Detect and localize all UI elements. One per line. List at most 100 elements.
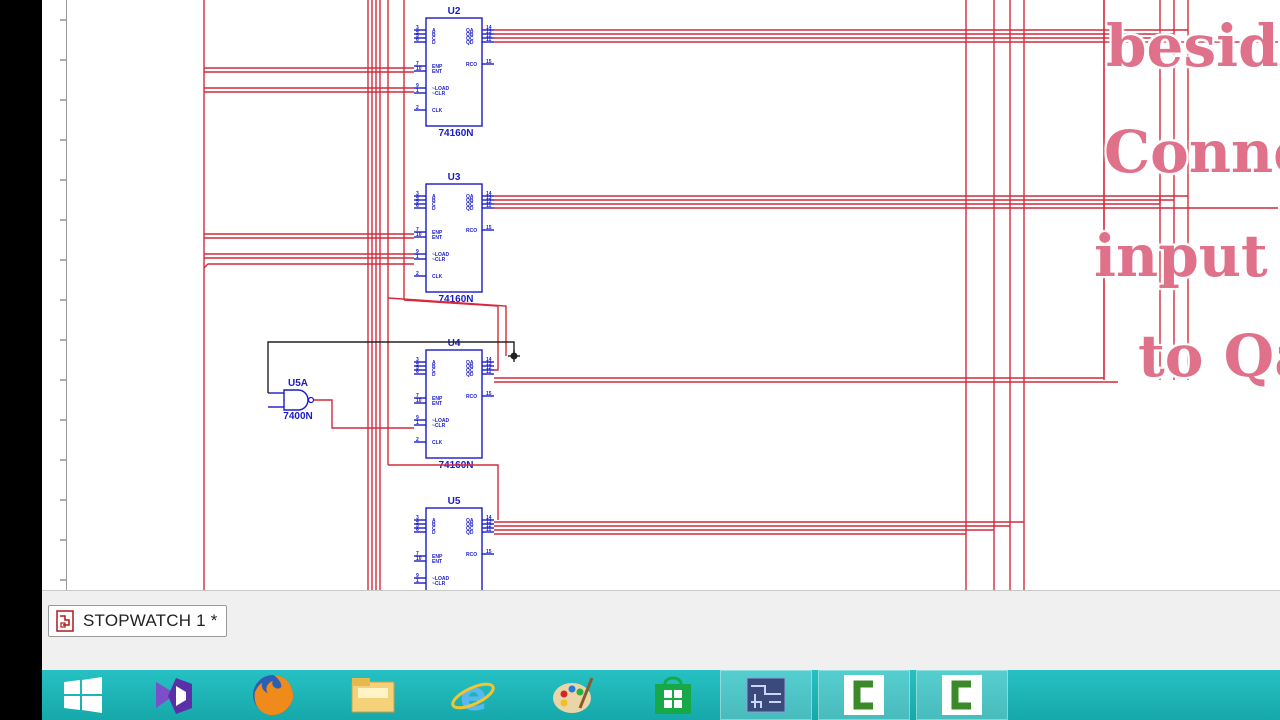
gate-output-wire <box>314 399 414 429</box>
overlay-text-3: input o <box>1094 222 1280 290</box>
camtasia-icon <box>942 675 982 715</box>
taskbar-camtasia-2[interactable] <box>916 670 1008 720</box>
pin-label: ~CLR <box>432 257 446 263</box>
taskbar-file-explorer[interactable] <box>338 670 408 720</box>
pin-label: A <box>432 518 436 524</box>
pin-label: QB <box>466 364 474 370</box>
pin-label: ~LOAD <box>432 252 449 258</box>
pin-label: RCO <box>466 552 477 558</box>
pin-label: CLK <box>432 440 443 446</box>
pin-number: 15 <box>486 59 492 65</box>
pin-number: 13 <box>486 519 492 525</box>
pin-label: ~LOAD <box>432 86 449 92</box>
pin-number: 13 <box>486 29 492 35</box>
pin-number: 11 <box>486 37 492 43</box>
pin-number: 12 <box>486 199 492 205</box>
pin-label: QB <box>466 522 474 528</box>
pin-label: QB <box>466 32 474 38</box>
pin-label: D <box>432 530 436 536</box>
pin-label: ENP <box>432 396 443 402</box>
pin-number: 9 <box>416 249 419 255</box>
pin-number: 7 <box>416 393 419 399</box>
pin-number: 4 <box>416 519 419 525</box>
taskbar-firefox[interactable] <box>238 670 308 720</box>
pin-label: A <box>432 28 436 34</box>
pin-number: 1 <box>416 420 419 426</box>
chip-part-label: 74160N <box>438 294 473 305</box>
output-wire <box>494 0 1105 379</box>
pin-label: ENP <box>432 554 443 560</box>
pin-label: CLK <box>432 108 443 114</box>
pin-label: ENP <box>432 64 443 70</box>
document-tab-bar: STOPWATCH 1 * <box>42 590 1280 671</box>
pin-number: 12 <box>486 523 492 529</box>
pin-number: 3 <box>416 25 419 31</box>
pin-label: D <box>432 40 436 46</box>
svg-text:e: e <box>460 674 487 718</box>
pin-number: 1 <box>416 88 419 94</box>
schematic-drawing: U274160NA3B4C5D6ENP7ENT10~LOAD9~CLR1CLK2… <box>60 0 1278 590</box>
taskbar-paint[interactable] <box>538 670 608 720</box>
pin-number: 4 <box>416 195 419 201</box>
pin-label: ENT <box>432 559 442 565</box>
pin-number: 1 <box>416 578 419 584</box>
pin-number: 14 <box>486 357 492 363</box>
pin-number: 6 <box>416 369 419 375</box>
pin-label: C <box>432 36 436 42</box>
pin-number: 2 <box>416 271 419 277</box>
chip-ref-label: U3 <box>448 172 461 183</box>
pin-number: 7 <box>416 227 419 233</box>
tab-stopwatch[interactable]: STOPWATCH 1 * <box>48 605 227 637</box>
store-bag-icon <box>655 676 691 714</box>
overlay-text-2: Connec <box>1104 118 1280 186</box>
pin-number: 5 <box>416 199 419 205</box>
chip-ref-label: U5 <box>448 496 461 507</box>
taskbar-store[interactable] <box>638 670 708 720</box>
folder-icon <box>351 678 395 713</box>
pin-number: 2 <box>416 437 419 443</box>
pin-label: QC <box>466 368 474 374</box>
taskbar-internet-explorer[interactable]: e <box>438 670 508 720</box>
pin-label: ~LOAD <box>432 576 449 582</box>
pin-label: B <box>432 198 436 204</box>
pin-number: 14 <box>486 25 492 31</box>
pin-number: 2 <box>416 105 419 111</box>
start-button[interactable] <box>48 670 118 720</box>
pin-number: 10 <box>416 232 422 238</box>
pin-number: 14 <box>486 515 492 521</box>
pin-number: 5 <box>416 365 419 371</box>
pin-label: QA <box>466 194 474 200</box>
gate-part-label: 7400N <box>283 411 312 422</box>
pin-number: 14 <box>486 191 492 197</box>
pin-number: 4 <box>416 29 419 35</box>
pin-number: 9 <box>416 573 419 579</box>
pin-number: 3 <box>416 191 419 197</box>
pin-label: QD <box>466 372 474 378</box>
taskbar-visual-studio[interactable] <box>138 670 208 720</box>
pin-number: 12 <box>486 365 492 371</box>
gate-ref-label: U5A <box>288 378 308 389</box>
pin-label: RCO <box>466 62 477 68</box>
pin-label: QA <box>466 360 474 366</box>
pin-number: 11 <box>486 369 492 375</box>
firefox-icon <box>253 675 294 716</box>
tab-label: STOPWATCH 1 * <box>83 611 218 630</box>
pin-label: QA <box>466 28 474 34</box>
taskbar-multisim[interactable] <box>720 670 812 720</box>
pin-label: QD <box>466 530 474 536</box>
pin-number: 13 <box>486 361 492 367</box>
pin-label: A <box>432 360 436 366</box>
pin-number: 13 <box>486 195 492 201</box>
taskbar-camtasia-1[interactable] <box>818 670 910 720</box>
nand-bubble <box>307 396 315 404</box>
chip-ref-label: U4 <box>448 338 461 349</box>
internet-explorer-icon: e <box>451 674 495 718</box>
pin-number: 6 <box>416 527 419 533</box>
pin-number: 15 <box>486 549 492 555</box>
pin-number: 10 <box>416 556 422 562</box>
schematic-document-icon <box>56 610 74 632</box>
visual-studio-icon <box>156 678 192 714</box>
counter-chip-u4 <box>425 349 483 459</box>
pin-number: 6 <box>416 203 419 209</box>
